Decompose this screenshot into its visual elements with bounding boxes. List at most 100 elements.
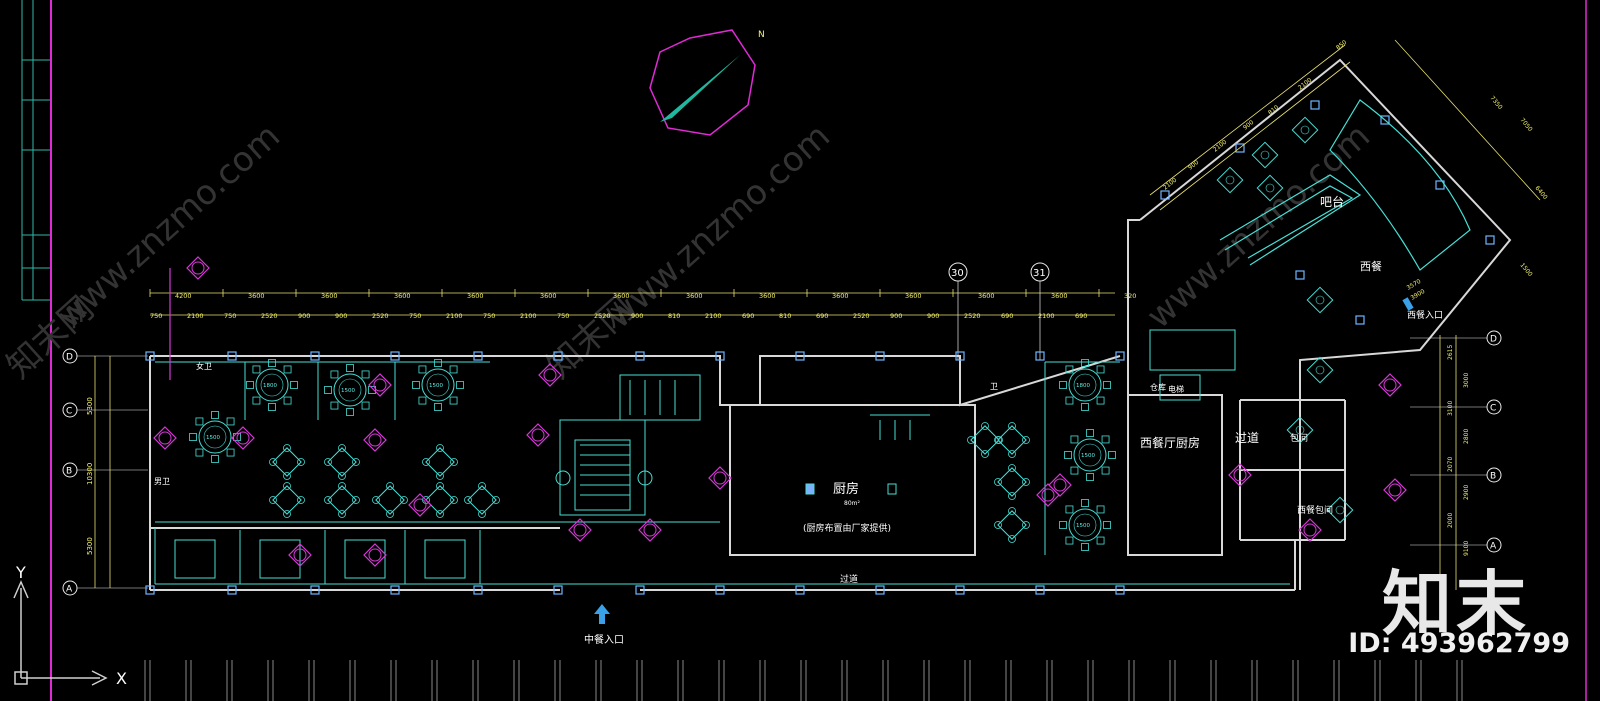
structural-columns [145, 100, 1495, 595]
dim-secondary-value: 690 [742, 312, 754, 320]
section-marker-circle [1053, 478, 1067, 492]
table-label: 1500 [1076, 523, 1090, 529]
bottom-grid-ticks [144, 660, 1463, 701]
chair [1059, 521, 1067, 529]
column [473, 351, 483, 361]
column [1485, 235, 1495, 245]
chair [1070, 466, 1079, 475]
chair [1008, 450, 1016, 458]
svg-text:30: 30 [951, 268, 964, 279]
chair [324, 458, 332, 466]
west-tables [1216, 116, 1354, 524]
column [635, 585, 645, 595]
chair [368, 386, 376, 394]
section-marker-circle [713, 471, 727, 485]
angled-dim-value: 810 [1267, 104, 1280, 117]
west-table-center [1300, 125, 1310, 135]
dim-secondary-value: 690 [1075, 312, 1087, 320]
chair [338, 472, 346, 480]
square-table [467, 485, 497, 515]
chair [464, 496, 472, 504]
chair [400, 496, 408, 504]
building-walls [149, 58, 1512, 591]
dim-secondary-value: 2520 [964, 312, 981, 320]
section-marker [408, 493, 432, 517]
left-dim-2: 10300 [86, 463, 94, 485]
section-marker [153, 426, 177, 450]
chair [1065, 365, 1074, 374]
west-table-center [1265, 183, 1275, 193]
chair [967, 436, 975, 444]
section-marker-circle [543, 368, 557, 382]
section-marker [708, 466, 732, 490]
round-table-inner [338, 378, 362, 402]
chair [1101, 435, 1110, 444]
chair [268, 403, 276, 411]
section-marker [363, 543, 387, 567]
column [145, 351, 155, 361]
chair [434, 403, 442, 411]
section-marker [1383, 478, 1407, 502]
chair [1081, 403, 1089, 411]
section-marker [186, 256, 210, 280]
axis-label-right: C [1490, 404, 1496, 414]
chair [283, 444, 291, 452]
room-west-kitchen: 西餐厅厨房 [1140, 435, 1200, 450]
table-label: 1500 [1081, 453, 1095, 459]
section-marker-circle [368, 433, 382, 447]
top-dimension-lines [150, 292, 1115, 316]
chair [1065, 536, 1074, 545]
section-marker [526, 423, 550, 447]
chair [324, 386, 332, 394]
chair [330, 401, 339, 410]
column [553, 351, 563, 361]
angled-dim-value: 7050 [1518, 117, 1533, 133]
chair [412, 381, 420, 389]
dim-secondary-value: 2520 [261, 312, 278, 320]
west-table [1306, 356, 1334, 384]
chair [269, 496, 277, 504]
chair [211, 455, 219, 463]
section-marker [638, 518, 662, 542]
chair [211, 411, 219, 419]
chair [352, 496, 360, 504]
room-corridor-right: 过道 [1235, 431, 1259, 445]
round-table [1073, 438, 1107, 472]
chair [1008, 507, 1016, 515]
right-dim-value: 2615 [1447, 345, 1454, 360]
section-marker-circle [643, 523, 657, 537]
dim-primary-value: 3600 [321, 292, 338, 300]
chair [418, 396, 427, 405]
dim-secondary-value: 750 [150, 312, 162, 320]
round-table [421, 368, 455, 402]
axis-y-label: Y [15, 563, 26, 582]
dim-primary-value: 4200 [175, 292, 192, 300]
table-label: 1800 [263, 383, 277, 389]
chair [246, 381, 254, 389]
axis-label: B [66, 467, 72, 477]
dim-secondary-value: 900 [335, 312, 347, 320]
chair [1008, 492, 1016, 500]
west-table-center [1260, 150, 1270, 160]
column [635, 351, 645, 361]
west-table [1256, 174, 1284, 202]
section-marker-circle [531, 428, 545, 442]
room-elevator: 电梯 [1168, 384, 1184, 394]
room-chinese-entry: 中餐入口 [584, 633, 624, 646]
square-table [327, 447, 357, 477]
section-marker-circle [1388, 483, 1402, 497]
round-table-inner [1073, 513, 1097, 537]
round-table-inner [1073, 373, 1097, 397]
title-block [21, 0, 50, 301]
chair [338, 482, 346, 490]
column [310, 585, 320, 595]
section-marker [363, 428, 387, 452]
column [227, 351, 237, 361]
chair [283, 510, 291, 518]
column [795, 351, 805, 361]
chair [981, 450, 989, 458]
west-table-center [1315, 365, 1325, 375]
dim-primary-value: 3600 [394, 292, 411, 300]
